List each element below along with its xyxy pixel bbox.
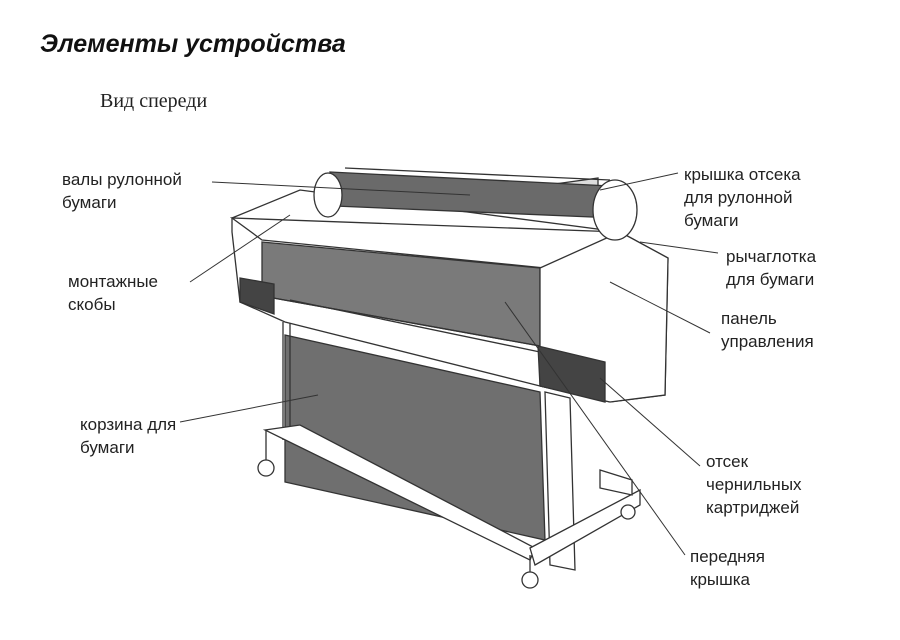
label-mounting-brackets: монтажные скобы xyxy=(68,272,159,314)
label-ink-compartment: отсек чернильных картриджей xyxy=(706,452,802,517)
leader-lines xyxy=(179,172,719,556)
wheel xyxy=(257,459,275,477)
label-paper-lever: рычаглотка для бумаги xyxy=(726,247,817,289)
page-title: Элементы устройства xyxy=(40,30,346,58)
label-roll-cover: крышка отсека для рулонной бумаги xyxy=(684,165,801,230)
ink-compartment-right xyxy=(537,345,606,403)
label-front-cover: передняя крышка xyxy=(690,547,765,589)
label-paper-basket: корзина для бумаги xyxy=(80,415,177,457)
ink-compartment-left xyxy=(239,277,275,315)
label-roll-spindles: валы рулонной бумаги xyxy=(62,170,182,212)
wheel xyxy=(620,504,636,520)
label-control-panel: панель управления xyxy=(721,309,814,351)
wheel xyxy=(521,571,539,589)
view-subtitle: Вид спереди xyxy=(100,90,208,112)
